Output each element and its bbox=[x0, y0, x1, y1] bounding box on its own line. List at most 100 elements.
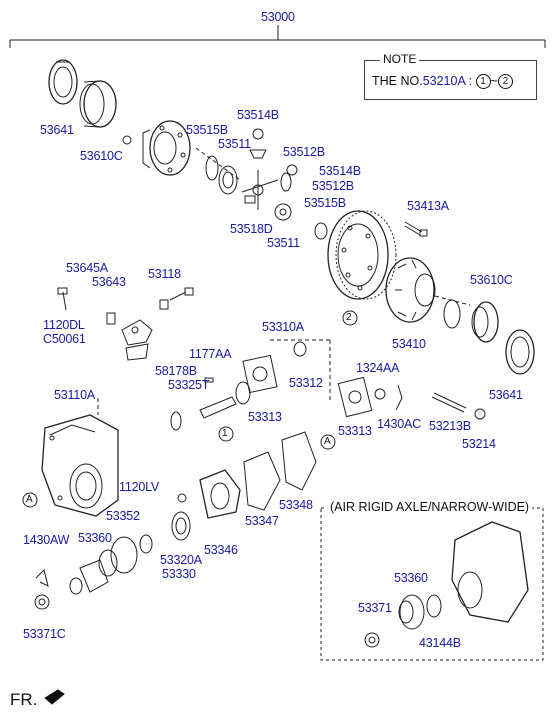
part-label-53347[interactable]: 53347 bbox=[245, 514, 279, 528]
part-label-53518d[interactable]: 53518D bbox=[230, 222, 273, 236]
spacer-part bbox=[242, 354, 278, 394]
pinion-bearing-part bbox=[170, 411, 182, 431]
part-label-1430ac[interactable]: 1430AC bbox=[377, 417, 421, 431]
adjuster-part bbox=[121, 319, 153, 361]
assembly-number[interactable]: 53000 bbox=[261, 10, 295, 24]
marker-triangle-left bbox=[22, 492, 38, 508]
washer-part bbox=[69, 577, 83, 595]
part-label-53371c[interactable]: 53371C bbox=[23, 627, 66, 641]
bearing-53320a-part bbox=[171, 511, 191, 541]
gasket-53347-part bbox=[243, 451, 281, 511]
part-label-58178b[interactable]: 58178B bbox=[155, 364, 197, 378]
assembly-bracket bbox=[9, 25, 546, 48]
ref-marker-a-right: A bbox=[324, 436, 331, 447]
differential-case-half-part bbox=[385, 257, 436, 323]
part-label-53360-b[interactable]: 53360 bbox=[394, 571, 428, 585]
inset-seal-part bbox=[426, 594, 442, 618]
inset-flange-part bbox=[398, 594, 425, 630]
part-label-c50061[interactable]: C50061 bbox=[43, 332, 86, 346]
bearing-cone-part bbox=[79, 80, 117, 128]
marker-triangle-right bbox=[320, 434, 336, 450]
part-label-53371[interactable]: 53371 bbox=[358, 601, 392, 615]
stud-53213b-part bbox=[431, 392, 467, 413]
part-label-53643[interactable]: 53643 bbox=[92, 275, 126, 289]
part-label-53330[interactable]: 53330 bbox=[162, 567, 196, 581]
oil-seal-part bbox=[139, 534, 153, 554]
part-label-53312[interactable]: 53312 bbox=[289, 376, 323, 390]
note-box bbox=[364, 60, 537, 100]
part-label-53641-top[interactable]: 53641 bbox=[40, 123, 74, 137]
note-range-start: 1 bbox=[475, 74, 491, 90]
pinion-gear-top-part bbox=[249, 128, 267, 159]
side-gear-part bbox=[205, 155, 238, 195]
part-label-53346[interactable]: 53346 bbox=[204, 543, 238, 557]
small-ball-part bbox=[122, 135, 132, 145]
carrier-housing-part bbox=[41, 414, 119, 517]
washer-1120lv-part bbox=[177, 493, 187, 503]
part-label-1324aa[interactable]: 1324AA bbox=[356, 361, 400, 375]
part-label-53610c-top[interactable]: 53610C bbox=[80, 149, 123, 163]
ring-gear-part bbox=[327, 210, 397, 300]
part-label-53514b-b[interactable]: 53514B bbox=[319, 164, 361, 178]
leader-dash bbox=[195, 147, 241, 181]
note-part-ref[interactable]: 53210A bbox=[422, 74, 466, 88]
part-label-53213b[interactable]: 53213B bbox=[429, 419, 471, 433]
ref-marker-2: 2 bbox=[346, 312, 352, 323]
front-label: FR. bbox=[10, 690, 38, 709]
part-label-53610c-right[interactable]: 53610C bbox=[470, 273, 513, 287]
note-text: THE NO.53210A : 1~2 bbox=[372, 74, 513, 90]
ref-circle-1 bbox=[218, 426, 234, 442]
part-label-53348[interactable]: 53348 bbox=[279, 498, 313, 512]
thrust-washer-part bbox=[314, 222, 328, 240]
part-label-53410[interactable]: 53410 bbox=[392, 337, 426, 351]
ref-circle-2 bbox=[342, 310, 358, 326]
part-label-53352[interactable]: 53352 bbox=[106, 509, 140, 523]
bearing-cup-right-part bbox=[505, 329, 535, 375]
differential-case-part bbox=[142, 120, 191, 176]
part-label-53320a[interactable]: 53320A bbox=[160, 553, 202, 567]
part-label-1177aa[interactable]: 1177AA bbox=[189, 347, 232, 361]
part-label-53515b-a[interactable]: 53515B bbox=[186, 123, 228, 137]
note-separator: : bbox=[465, 74, 476, 88]
nut-1324aa-part bbox=[374, 388, 386, 400]
note-prefix: THE NO. bbox=[372, 74, 423, 88]
pinion-shaft-part bbox=[199, 377, 251, 419]
part-label-53110a[interactable]: 53110A bbox=[54, 388, 95, 402]
part-label-53313-b[interactable]: 53313 bbox=[338, 424, 372, 438]
gasket-right-part bbox=[337, 376, 373, 418]
ref-marker-a-left: A bbox=[26, 494, 33, 505]
nut-53371c-part bbox=[34, 594, 50, 610]
part-label-53413a[interactable]: 53413A bbox=[407, 199, 449, 213]
part-label-1120dl[interactable]: 1120DL bbox=[43, 318, 85, 332]
pin-1430ac-part bbox=[395, 384, 403, 411]
part-label-53313-a[interactable]: 53313 bbox=[248, 410, 282, 424]
part-label-53645a[interactable]: 53645A bbox=[66, 261, 108, 275]
cotter-pin-part bbox=[35, 569, 49, 587]
part-label-53515b-b[interactable]: 53515B bbox=[304, 196, 346, 210]
part-label-53118[interactable]: 53118 bbox=[148, 267, 181, 281]
pinion-gear-right-part bbox=[280, 164, 298, 192]
part-label-43144b[interactable]: 43144B bbox=[419, 636, 461, 650]
part-label-53511-b[interactable]: 53511 bbox=[267, 236, 300, 250]
part-label-1430aw[interactable]: 1430AW bbox=[23, 533, 70, 547]
part-label-53514b-a[interactable]: 53514B bbox=[237, 108, 279, 122]
front-arrow-icon bbox=[44, 689, 65, 705]
part-label-53310a[interactable]: 53310A bbox=[262, 320, 304, 334]
ring-gear-bolt-part bbox=[404, 221, 428, 237]
part-label-53512b-b[interactable]: 53512B bbox=[312, 179, 354, 193]
part-label-53512b-a[interactable]: 53512B bbox=[283, 145, 325, 159]
leader-dash bbox=[434, 295, 471, 306]
part-label-1120lv[interactable]: 1120LV bbox=[119, 480, 160, 494]
shim-part bbox=[293, 341, 307, 357]
bearing-retainer-part bbox=[199, 469, 241, 519]
companion-flange-part bbox=[79, 536, 138, 593]
lock-plate-part bbox=[106, 312, 116, 325]
part-label-53641-right[interactable]: 53641 bbox=[489, 388, 523, 402]
part-label-53214[interactable]: 53214 bbox=[462, 437, 496, 451]
part-label-53325t[interactable]: 53325T bbox=[168, 378, 210, 392]
bearing-cone-right-part bbox=[443, 299, 499, 343]
part-label-53360-a[interactable]: 53360 bbox=[78, 531, 112, 545]
part-label-53511-a[interactable]: 53511 bbox=[218, 137, 251, 151]
